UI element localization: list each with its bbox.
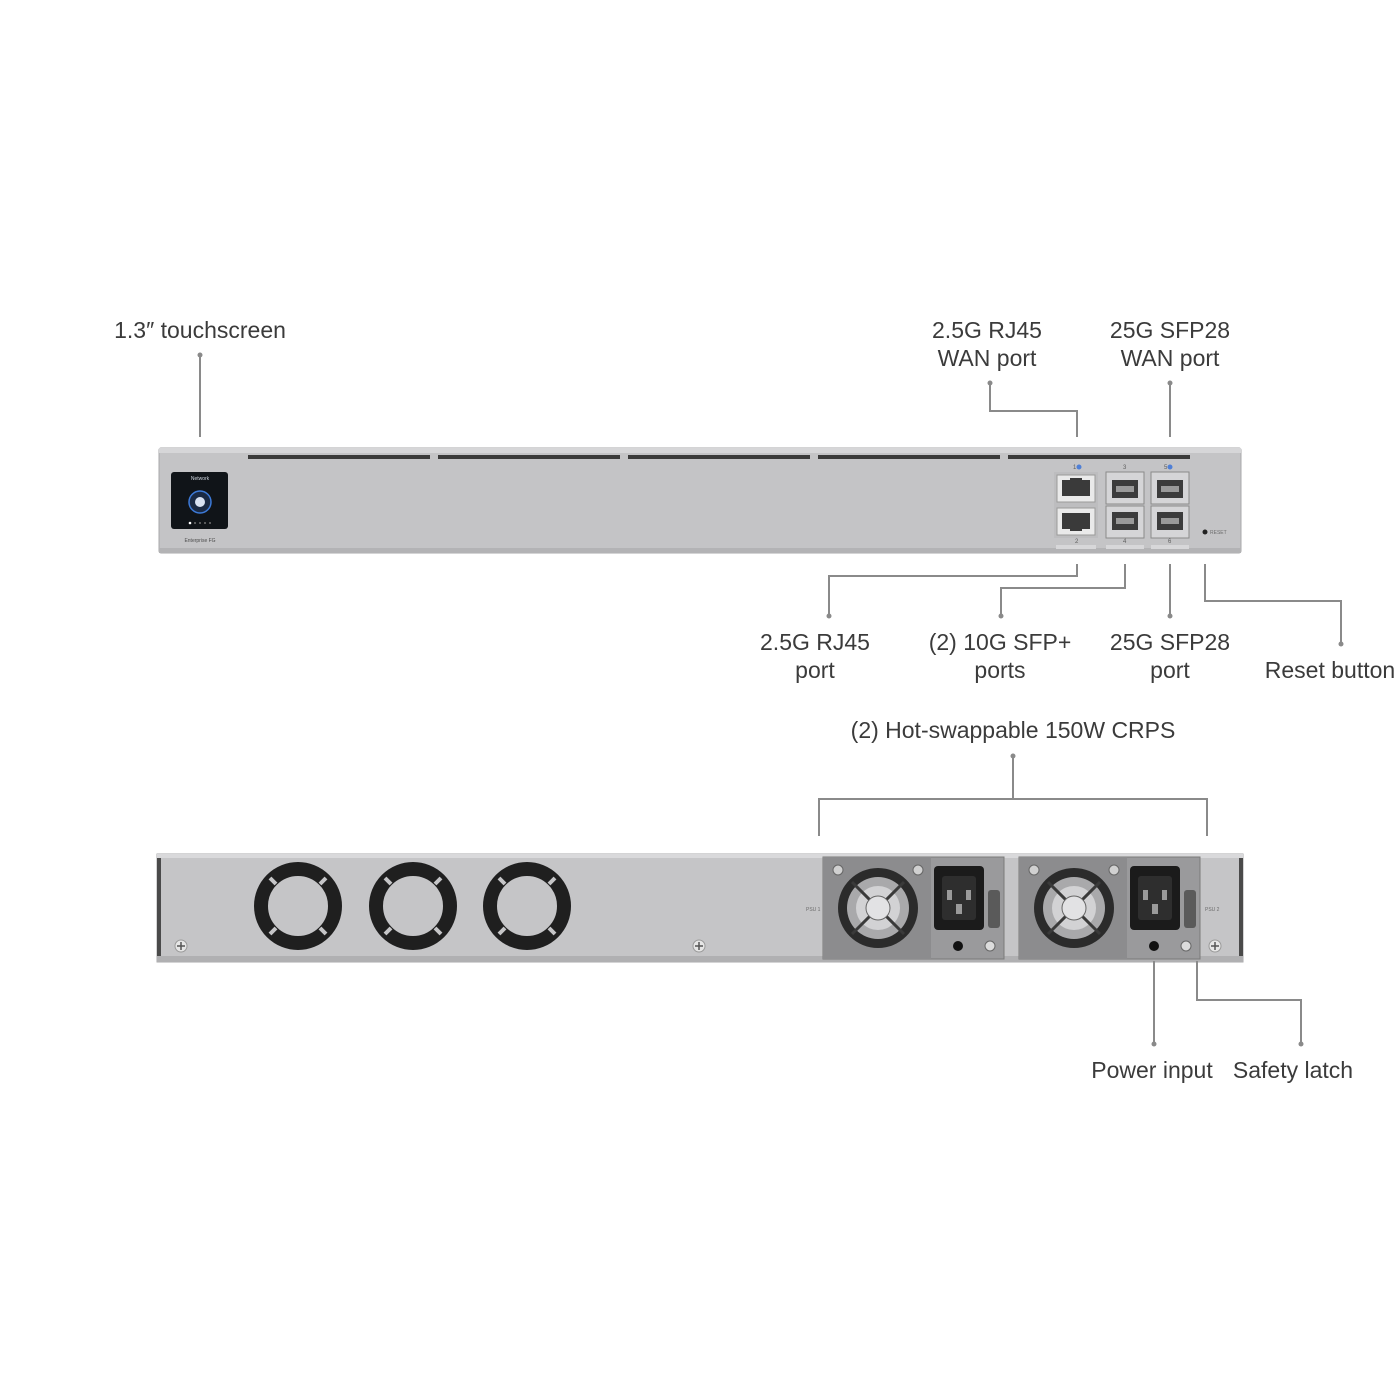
callout-sfp-plus-line2: ports xyxy=(974,657,1025,683)
psu-1-safety-latch[interactable] xyxy=(984,940,996,952)
port-number-6: 6 xyxy=(1168,539,1172,545)
callout-rj45-port-line2: port xyxy=(795,657,835,683)
reset-button[interactable] xyxy=(1202,529,1208,535)
reset-label: RESET xyxy=(1210,530,1227,536)
rj45-port[interactable] xyxy=(1056,507,1096,536)
port-number-4: 4 xyxy=(1123,539,1127,545)
psu-1-power-input[interactable] xyxy=(934,866,984,930)
screw-left xyxy=(174,939,188,953)
sfp28-wan-port[interactable] xyxy=(1150,471,1190,505)
callout-safety-latch: Safety latch xyxy=(1233,1057,1353,1083)
callout-sfp28-port-line1: 25G SFP28 xyxy=(1110,629,1230,655)
rear-panel: PSU 1 xyxy=(156,853,1244,963)
wan-indicator-1 xyxy=(1076,464,1082,470)
sfp-plus-port-bottom[interactable] xyxy=(1105,505,1145,539)
sfp28-port-block: 5 6 xyxy=(1150,464,1190,549)
callout-crps: (2) Hot-swappable 150W CRPS xyxy=(851,717,1176,743)
callout-reset-button: Reset button xyxy=(1265,657,1395,683)
fan-1 xyxy=(254,862,342,950)
fan-2 xyxy=(369,862,457,950)
callout-sfp28-port-line2: port xyxy=(1150,657,1190,683)
callout-sfp-plus-line1: (2) 10G SFP+ xyxy=(929,629,1072,655)
sfp-plus-port-top[interactable] xyxy=(1105,471,1145,505)
callout-rj45-port-line1: 2.5G RJ45 xyxy=(760,629,870,655)
rj45-wan-port[interactable] xyxy=(1056,474,1096,503)
front-vent-slots xyxy=(248,455,1190,459)
crps-callout: (2) Hot-swappable 150W CRPS xyxy=(818,717,1208,836)
port-number-2: 2 xyxy=(1075,539,1079,545)
wan-indicator-5 xyxy=(1167,464,1173,470)
fan-3 xyxy=(483,862,571,950)
sfp-plus-port-block: 3 4 xyxy=(1105,465,1145,549)
psu-2[interactable]: PSU 2 xyxy=(1018,856,1220,960)
psu-2-label: PSU 2 xyxy=(1205,907,1220,913)
port-number-1: 1 xyxy=(1073,465,1077,471)
psu-1-fan xyxy=(838,868,918,948)
screw-right xyxy=(1208,939,1222,953)
psu-1-label: PSU 1 xyxy=(806,907,821,913)
callout-wan-sfp28-line2: WAN port xyxy=(1121,345,1220,371)
screw-center xyxy=(692,939,706,953)
touchscreen[interactable]: Network xyxy=(171,472,228,529)
screen-title: Network xyxy=(191,476,210,482)
port-number-3: 3 xyxy=(1123,465,1127,471)
callout-power-input: Power input xyxy=(1091,1057,1213,1083)
psu-1[interactable]: PSU 1 xyxy=(806,856,1005,960)
callout-wan-rj45-line2: WAN port xyxy=(938,345,1037,371)
psu-2-fan xyxy=(1034,868,1114,948)
callout-wan-rj45-line1: 2.5G RJ45 xyxy=(932,317,1042,343)
callout-wan-sfp28-line1: 25G SFP28 xyxy=(1110,317,1230,343)
device-name: Enterprise FG xyxy=(184,538,215,544)
front-callouts: 1.3″ touchscreen 2.5G RJ45 WAN port 25G … xyxy=(114,317,1395,683)
front-panel: Network Enterprise FG xyxy=(158,447,1242,554)
callout-touchscreen: 1.3″ touchscreen xyxy=(114,317,286,343)
screen-page-dots xyxy=(188,521,211,525)
psu-2-power-input[interactable] xyxy=(1130,866,1180,930)
rear-callouts: Power input Safety latch xyxy=(1091,961,1353,1083)
rj45-port-block: 1 2 xyxy=(1054,464,1098,549)
sfp28-port[interactable] xyxy=(1150,505,1190,539)
port-number-5: 5 xyxy=(1164,465,1168,471)
psu-2-safety-latch[interactable] xyxy=(1180,940,1192,952)
